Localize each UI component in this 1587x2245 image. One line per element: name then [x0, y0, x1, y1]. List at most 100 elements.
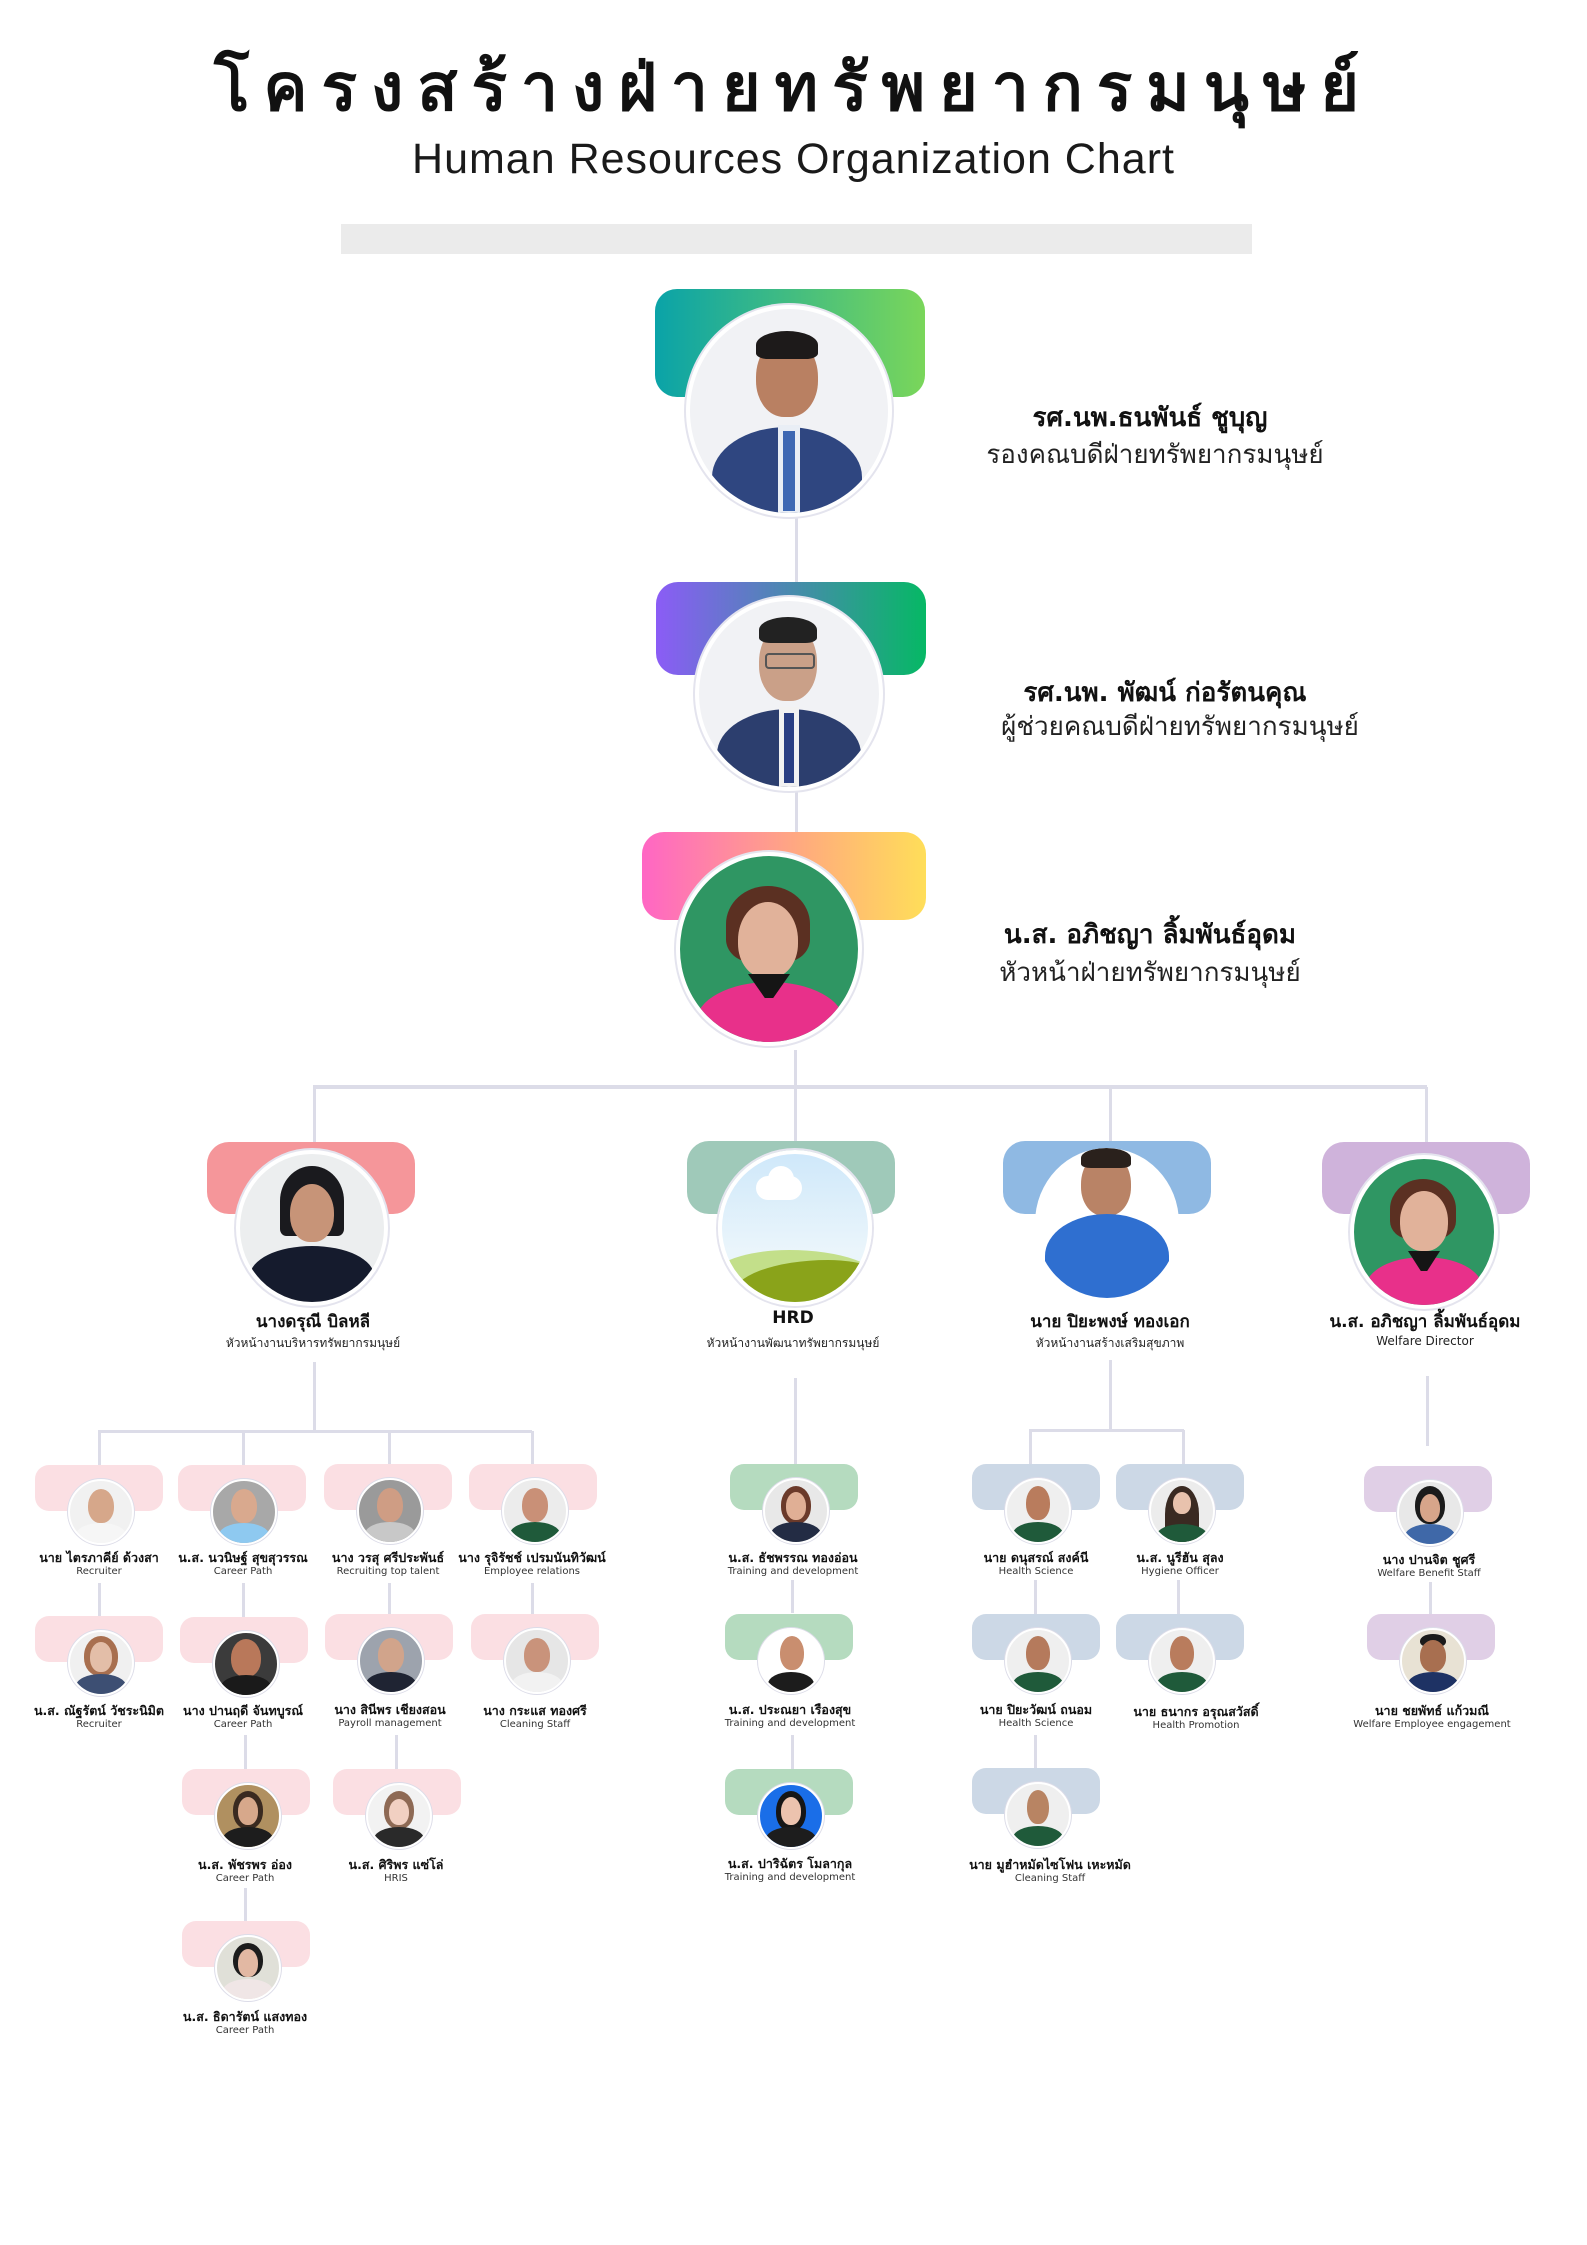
person-photo-icon [699, 601, 879, 787]
staff-name: น.ส. ปาริฉัตร โมลากุล [727, 1856, 853, 1871]
staff-role: Training and development [724, 1718, 856, 1729]
person-photo-icon [1005, 1478, 1071, 1544]
staff-card [972, 1614, 1122, 1764]
unit-health-lead-role: หัวหน้างานสร้างเสริมสุขภาพ [1035, 1336, 1185, 1350]
connector-unit-health [1109, 1087, 1112, 1143]
person-photo-icon [68, 1630, 134, 1696]
staff-name: นาย ปิยะวัฒน์ ถนอม [979, 1702, 1093, 1717]
unit-admin-lead-name: นางดรุณี บิลหลี [255, 1312, 371, 1332]
staff-role: Career Path [213, 1566, 273, 1577]
staff-role: Career Path [215, 1873, 275, 1884]
staff-name: น.ส. ศิริพร แซ่โล่ [348, 1857, 444, 1872]
staff-card [471, 1614, 621, 1764]
staff-name: นาง วรสุ ศรีประพันธ์ [331, 1550, 445, 1565]
unit-health-lead-name: นาย ปิยะพงษ์ ทองเอก [1030, 1312, 1190, 1332]
unit-welfare-lead-name: น.ส. อภิชญา ลิ้มพันธ์อุดม [1329, 1312, 1521, 1332]
person-photo-icon [215, 1935, 281, 2001]
person-photo-icon [211, 1479, 277, 1545]
staff-role: Health Science [998, 1566, 1074, 1577]
person-photo-icon [240, 1154, 384, 1302]
connector-hrd-down [794, 1378, 797, 1464]
person-photo-icon [357, 1478, 423, 1544]
staff-name: นาย ไตรภาคีย์ ด้วงสา [39, 1550, 159, 1565]
connector-admin-col2-r4 [244, 1888, 247, 1922]
staff-role: Welfare Benefit Staff [1377, 1568, 1481, 1579]
staff-name: นาง ปานจิต ชูศรี [1382, 1552, 1476, 1567]
unit-admin-photo [236, 1150, 388, 1306]
staff-card [725, 1614, 875, 1764]
connector-admin-col3-r3 [395, 1735, 398, 1770]
staff-role: Career Path [215, 2025, 275, 2036]
person-photo-icon [1397, 1480, 1463, 1546]
staff-role: Hygiene Officer [1141, 1566, 1219, 1577]
staff-name: นาง กระแส ทองศรี [483, 1703, 587, 1718]
person-photo-icon [1400, 1628, 1466, 1694]
person-photo-icon [1035, 1148, 1179, 1298]
title-divider-bar [341, 224, 1252, 254]
landscape-placeholder-icon [722, 1154, 868, 1302]
connector-admin-col1-r2 [98, 1583, 101, 1617]
person-photo-icon [358, 1628, 424, 1694]
person-photo-icon [690, 309, 888, 513]
person-photo-icon [758, 1628, 824, 1694]
page-title-english: Human Resources Organization Chart [412, 135, 1175, 183]
connector-admin-col2-r3 [244, 1735, 247, 1770]
staff-role: Health Science [998, 1718, 1074, 1729]
staff-name: น.ส. ณัฐรัตน์ วัชระนิมิต [33, 1703, 165, 1718]
connector-admin-horizontal [98, 1430, 532, 1433]
staff-role: Recruiter [76, 1719, 122, 1730]
executive-3-photo [676, 852, 862, 1046]
person-photo-icon [680, 856, 858, 1042]
person-photo-icon [215, 1783, 281, 1849]
connector-admin-down [313, 1362, 316, 1432]
executive-3-role: หัวหน้าฝ่ายทรัพยากรมนุษย์ [999, 958, 1301, 988]
staff-role: Welfare Employee engagement [1353, 1719, 1511, 1730]
connector-unit-welfare [1425, 1087, 1428, 1143]
executive-3-name: น.ส. อภิชญา ลิ้มพันธ์อุดม [1003, 920, 1297, 950]
staff-card [180, 1617, 330, 1767]
staff-card [972, 1768, 1122, 1918]
unit-hrd-lead-role: หัวหน้างานพัฒนาทรัพยากรมนุษย์ [706, 1336, 880, 1350]
staff-name: นาง รุจิรัชช์ เปรมนันทิวัฒน์ [458, 1550, 606, 1565]
connector-health-col2-r2 [1177, 1580, 1180, 1615]
connector-admin-col3 [388, 1431, 391, 1466]
connector-health-col1-r3 [1034, 1735, 1037, 1769]
connector-welfare-r2 [1429, 1582, 1432, 1618]
staff-name: น.ส. พัชรพร อ่อง [198, 1857, 292, 1872]
staff-card [35, 1465, 185, 1615]
staff-role: Payroll management [338, 1718, 442, 1729]
connector-welfare-down [1426, 1376, 1429, 1446]
staff-role: Training and development [724, 1872, 856, 1883]
staff-card [182, 1769, 332, 1919]
staff-card [1364, 1466, 1514, 1616]
person-photo-icon [68, 1479, 134, 1545]
person-photo-icon [502, 1478, 568, 1544]
staff-role: HRIS [384, 1873, 408, 1884]
staff-name: นาง สินีพร เชียงสอน [334, 1702, 446, 1717]
connector-health-horizontal [1029, 1429, 1184, 1432]
executive-1-role: รองคณบดีฝ่ายทรัพยากรมนุษย์ [986, 440, 1324, 470]
person-photo-icon [213, 1631, 279, 1697]
connector-exec3-units [794, 1050, 797, 1088]
executive-1-photo [686, 305, 892, 517]
connector-health-col1-r2 [1034, 1580, 1037, 1615]
person-photo-icon [366, 1783, 432, 1849]
connector-admin-col3-r2 [388, 1583, 391, 1617]
connector-admin-col2 [242, 1431, 245, 1466]
staff-role: Career Path [213, 1719, 273, 1730]
connector-health-down [1109, 1360, 1112, 1432]
person-photo-icon [1149, 1478, 1215, 1544]
unit-health-photo [1035, 1148, 1179, 1298]
unit-hrd-photo [718, 1150, 872, 1306]
staff-name: น.ส. ประณยา เรืองสุข [728, 1702, 852, 1717]
connector-admin-col1 [98, 1431, 101, 1466]
staff-name: นาง ปานฤดี จันทบูรณ์ [183, 1703, 303, 1718]
connector-admin-col2-r2 [242, 1583, 245, 1617]
unit-admin-lead-role: หัวหน้างานบริหารทรัพยากรมนุษย์ [225, 1336, 401, 1350]
staff-card [333, 1769, 483, 1919]
executive-1-name: รศ.นพ.ธนพันธ์ ชูบุญ [1032, 403, 1268, 433]
person-photo-icon [504, 1628, 570, 1694]
staff-role: Cleaning Staff [499, 1719, 571, 1730]
connector-hrd-r3 [791, 1735, 794, 1769]
staff-role: Health Promotion [1152, 1720, 1240, 1731]
